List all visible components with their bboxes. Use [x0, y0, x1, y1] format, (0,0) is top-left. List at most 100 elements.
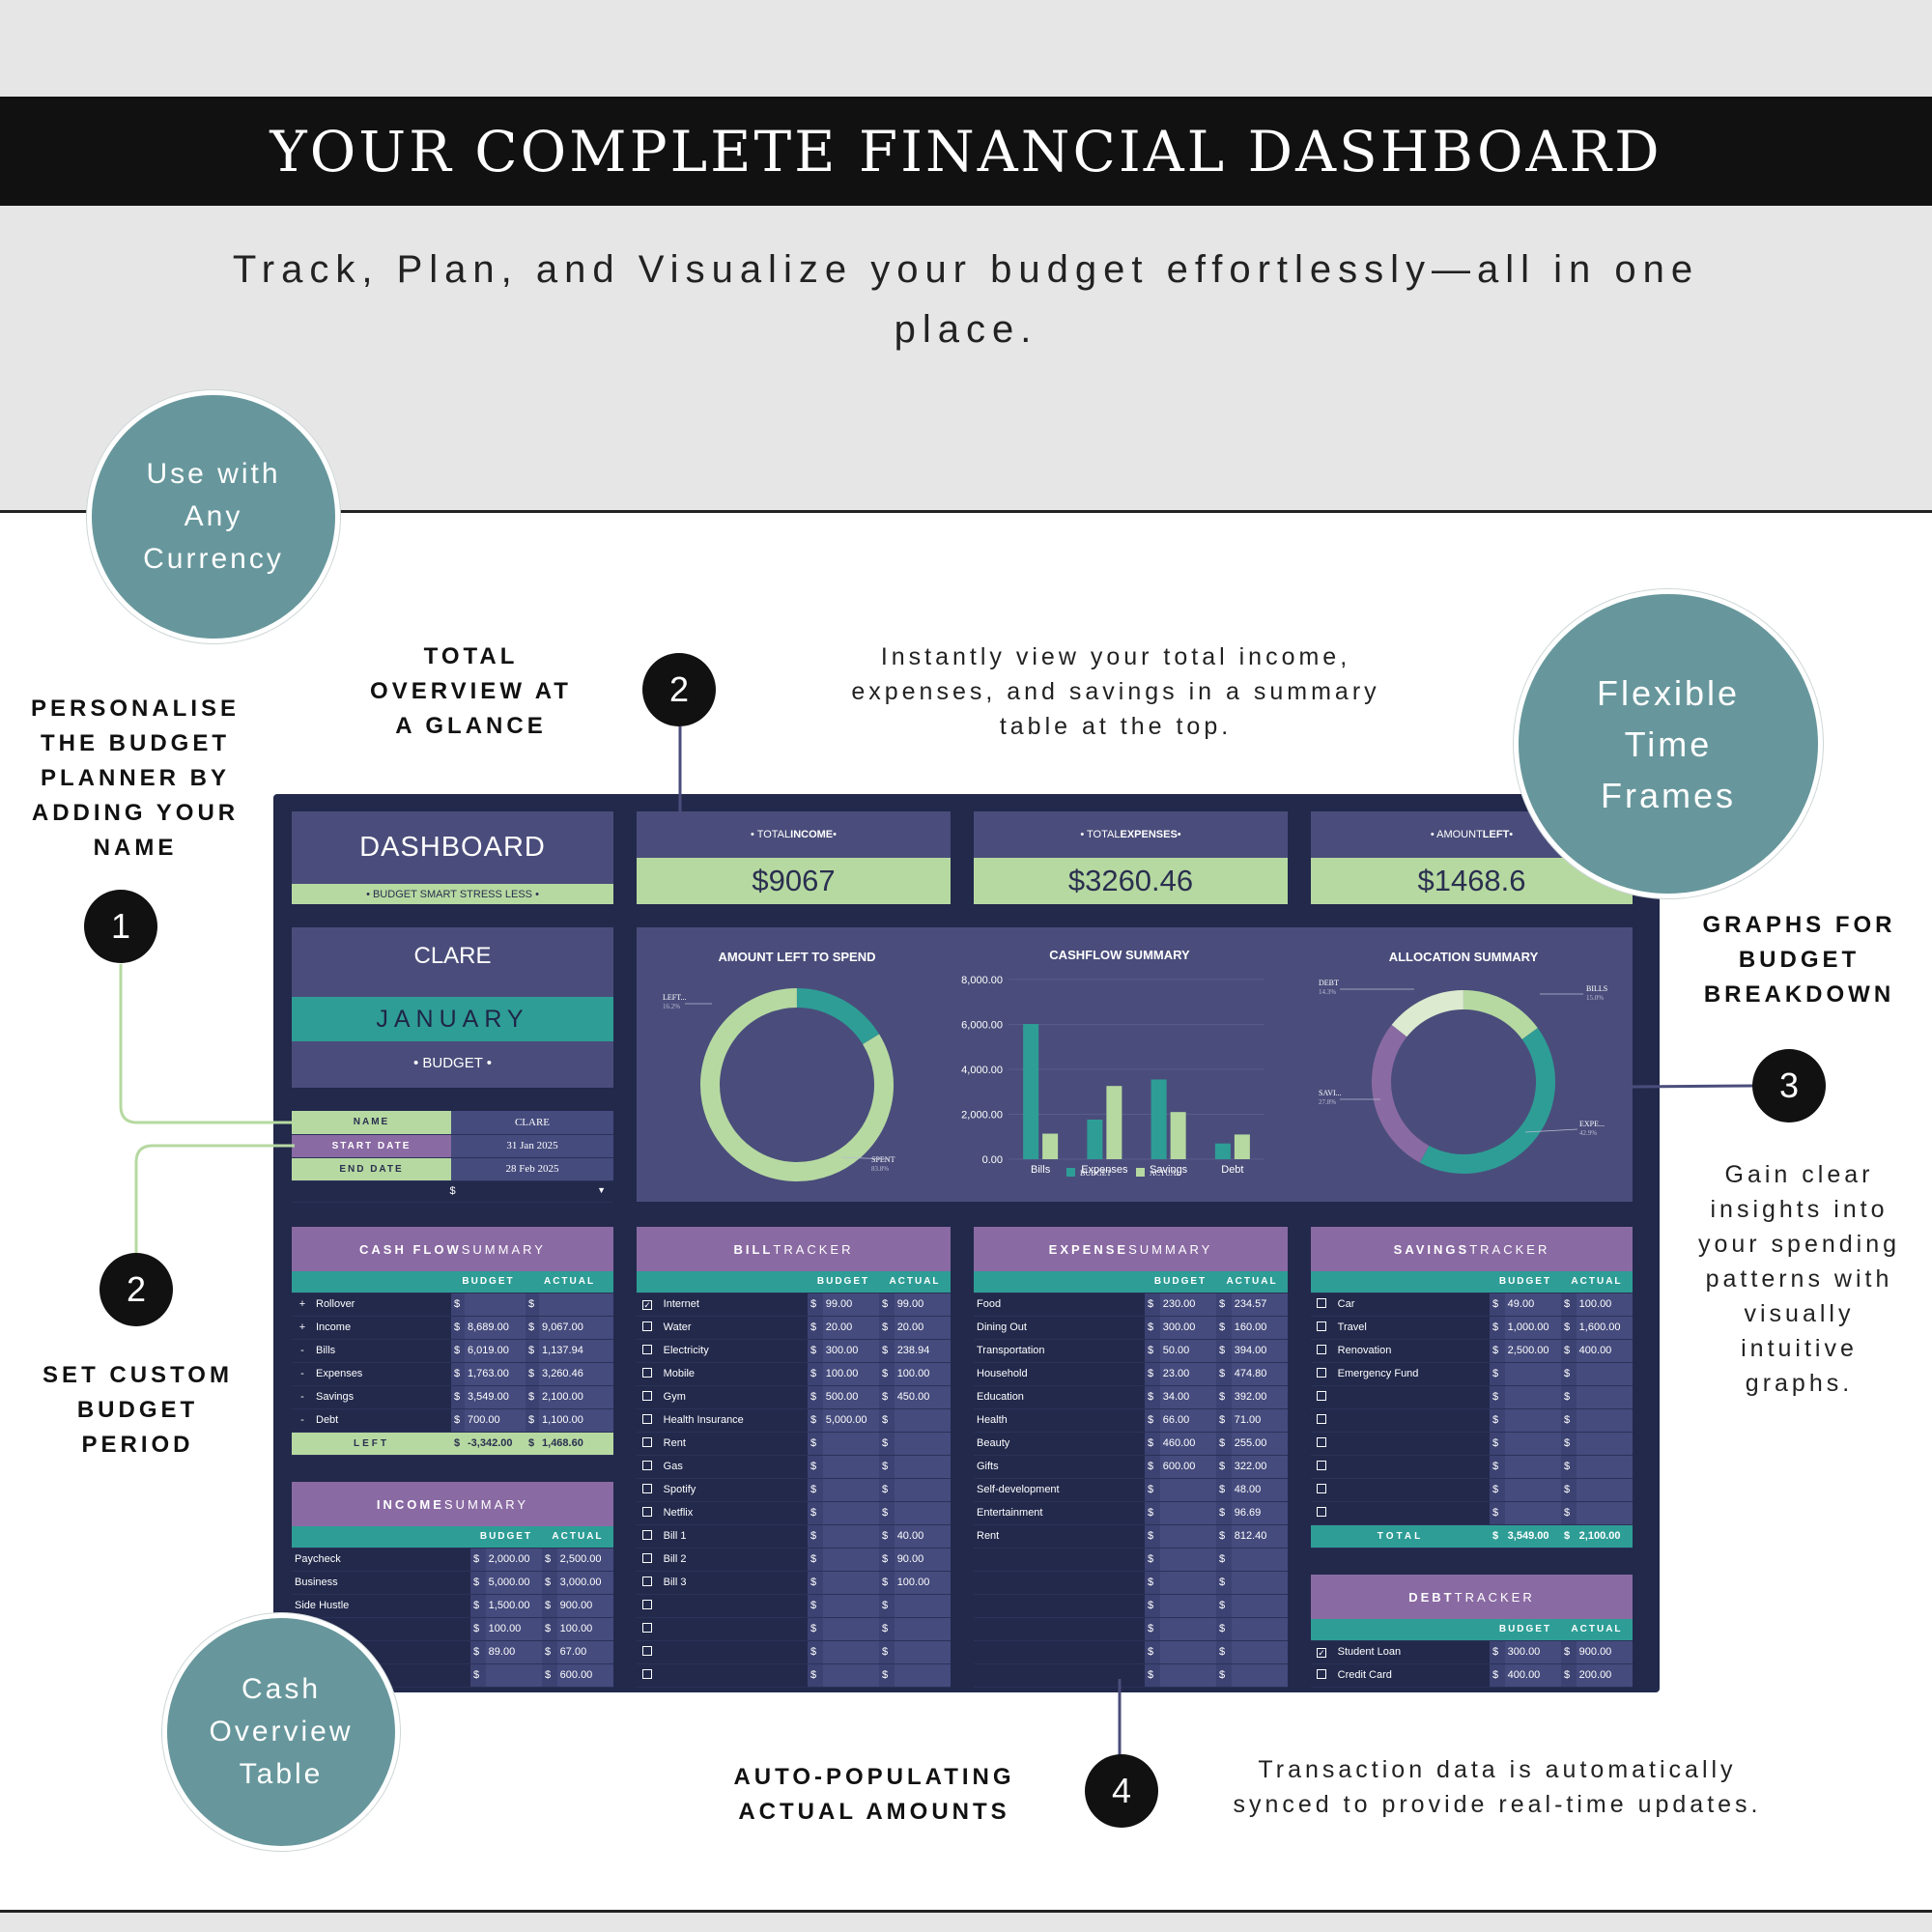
checkbox-cell[interactable] — [637, 1316, 661, 1340]
budget-value[interactable] — [822, 1524, 879, 1548]
actual-value[interactable]: 1,600.00 — [1576, 1316, 1633, 1340]
checkbox-icon[interactable] — [642, 1368, 652, 1378]
budget-value[interactable] — [1159, 1617, 1217, 1641]
budget-value[interactable] — [1504, 1478, 1561, 1502]
budget-value[interactable]: 8,689.00 — [465, 1316, 526, 1340]
actual-value[interactable]: 812.40 — [1231, 1524, 1288, 1548]
actual-value[interactable]: 400.00 — [1576, 1339, 1633, 1363]
actual-value[interactable] — [894, 1408, 951, 1433]
budget-value[interactable] — [1159, 1548, 1217, 1572]
checkbox-cell[interactable] — [637, 1594, 661, 1618]
budget-value[interactable] — [485, 1663, 542, 1688]
checkbox-cell[interactable] — [637, 1663, 661, 1688]
budget-value[interactable]: 400.00 — [1504, 1663, 1561, 1688]
actual-value[interactable]: 90.00 — [894, 1548, 951, 1572]
checkbox-cell[interactable] — [637, 1501, 661, 1525]
actual-value[interactable]: 3,260.46 — [539, 1362, 614, 1386]
checkbox-cell[interactable] — [637, 1478, 661, 1502]
checkbox-cell[interactable] — [1311, 1663, 1335, 1688]
budget-value[interactable]: 2,000.00 — [485, 1548, 542, 1572]
budget-value[interactable]: 50.00 — [1159, 1339, 1217, 1363]
budget-value[interactable]: 23.00 — [1159, 1362, 1217, 1386]
budget-value[interactable] — [1159, 1663, 1217, 1688]
budget-value[interactable]: 700.00 — [465, 1408, 526, 1433]
actual-value[interactable]: 3,000.00 — [556, 1571, 613, 1595]
actual-value[interactable]: 96.69 — [1231, 1501, 1288, 1525]
budget-value[interactable]: 49.00 — [1504, 1293, 1561, 1317]
checkbox-cell[interactable] — [1311, 1501, 1335, 1525]
actual-value[interactable]: 238.94 — [894, 1339, 951, 1363]
actual-value[interactable]: 1,100.00 — [539, 1408, 614, 1433]
actual-value[interactable]: 20.00 — [894, 1316, 951, 1340]
budget-value[interactable] — [1504, 1408, 1561, 1433]
checkbox-icon[interactable] — [642, 1669, 652, 1679]
actual-value[interactable] — [1231, 1548, 1288, 1572]
budget-value[interactable]: 5,000.00 — [822, 1408, 879, 1433]
actual-value[interactable]: 160.00 — [1231, 1316, 1288, 1340]
actual-value[interactable] — [539, 1293, 614, 1317]
actual-value[interactable]: 9,067.00 — [539, 1316, 614, 1340]
checkbox-cell[interactable] — [637, 1548, 661, 1572]
checkbox-cell[interactable] — [1311, 1432, 1335, 1456]
currency-select[interactable]: $▼ — [292, 1180, 613, 1203]
checkbox-icon[interactable] — [642, 1646, 652, 1656]
actual-value[interactable] — [1576, 1455, 1633, 1479]
budget-value[interactable]: 99.00 — [822, 1293, 879, 1317]
checkbox-cell[interactable] — [637, 1408, 661, 1433]
checkbox-cell[interactable]: ✓ — [1311, 1640, 1335, 1664]
budget-value[interactable]: 1,000.00 — [1504, 1316, 1561, 1340]
checkbox-icon[interactable] — [642, 1461, 652, 1470]
checkbox-cell[interactable] — [637, 1385, 661, 1409]
budget-value[interactable]: 1,500.00 — [485, 1594, 542, 1618]
checkbox-icon[interactable] — [642, 1623, 652, 1633]
checkbox-icon[interactable] — [1317, 1368, 1326, 1378]
budget-value[interactable] — [822, 1594, 879, 1618]
budget-value[interactable]: 34.00 — [1159, 1385, 1217, 1409]
actual-value[interactable] — [1576, 1501, 1633, 1525]
actual-value[interactable] — [894, 1432, 951, 1456]
actual-value[interactable] — [1576, 1432, 1633, 1456]
budget-value[interactable] — [822, 1501, 879, 1525]
checkbox-icon[interactable] — [642, 1414, 652, 1424]
checkbox-icon[interactable] — [1317, 1507, 1326, 1517]
actual-value[interactable]: 40.00 — [894, 1524, 951, 1548]
checkbox-icon[interactable] — [1317, 1437, 1326, 1447]
budget-value[interactable]: 66.00 — [1159, 1408, 1217, 1433]
checkbox-cell[interactable] — [637, 1432, 661, 1456]
checkbox-icon[interactable] — [1317, 1669, 1326, 1679]
budget-value[interactable] — [1159, 1594, 1217, 1618]
budget-value[interactable]: 1,763.00 — [465, 1362, 526, 1386]
checkbox-cell[interactable] — [637, 1362, 661, 1386]
checkbox-cell[interactable] — [1311, 1316, 1335, 1340]
actual-value[interactable] — [1231, 1594, 1288, 1618]
budget-value[interactable]: 500.00 — [822, 1385, 879, 1409]
actual-value[interactable]: 322.00 — [1231, 1455, 1288, 1479]
actual-value[interactable]: 100.00 — [894, 1571, 951, 1595]
actual-value[interactable] — [1576, 1362, 1633, 1386]
budget-value[interactable] — [822, 1548, 879, 1572]
checkbox-icon[interactable] — [1317, 1461, 1326, 1470]
actual-value[interactable] — [894, 1617, 951, 1641]
budget-value[interactable] — [1159, 1571, 1217, 1595]
checkbox-cell[interactable] — [1311, 1385, 1335, 1409]
budget-value[interactable] — [822, 1455, 879, 1479]
checkbox-icon[interactable] — [642, 1437, 652, 1447]
actual-value[interactable] — [1231, 1617, 1288, 1641]
actual-value[interactable] — [894, 1501, 951, 1525]
checkbox-cell[interactable] — [1311, 1293, 1335, 1317]
checkbox-icon[interactable] — [642, 1345, 652, 1354]
actual-value[interactable]: 900.00 — [556, 1594, 613, 1618]
budget-value[interactable] — [822, 1571, 879, 1595]
budget-value[interactable]: 100.00 — [485, 1617, 542, 1641]
checkbox-icon[interactable] — [1317, 1321, 1326, 1331]
checkbox-icon[interactable] — [642, 1507, 652, 1517]
actual-value[interactable]: 234.57 — [1231, 1293, 1288, 1317]
budget-value[interactable] — [465, 1293, 526, 1317]
budget-value[interactable]: 20.00 — [822, 1316, 879, 1340]
budget-value[interactable]: 460.00 — [1159, 1432, 1217, 1456]
checkbox-cell[interactable] — [637, 1640, 661, 1664]
checkbox-icon[interactable] — [1317, 1391, 1326, 1401]
checkbox-cell[interactable] — [1311, 1455, 1335, 1479]
actual-value[interactable] — [1576, 1385, 1633, 1409]
budget-value[interactable] — [822, 1432, 879, 1456]
